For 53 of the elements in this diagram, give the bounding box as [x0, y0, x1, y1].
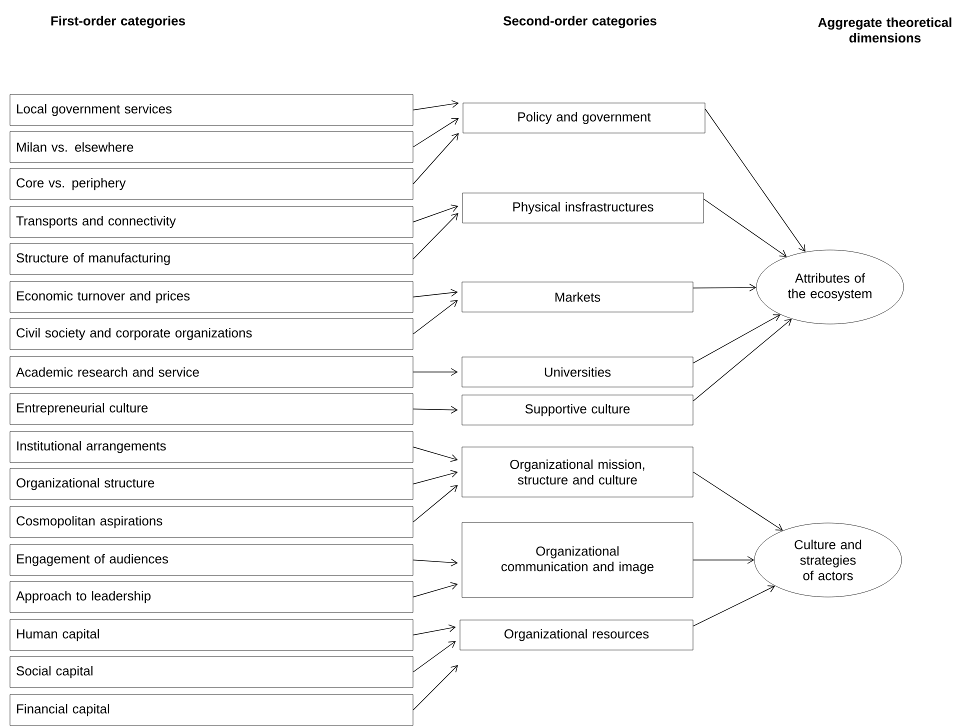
arrow	[412, 582, 458, 598]
arrow	[692, 556, 754, 564]
arrow	[412, 485, 458, 522]
category-box: Human capital	[10, 619, 414, 651]
column-heading: First-order categories	[51, 16, 185, 28]
category-box: Structure of manufacturing	[10, 243, 414, 275]
category-box: Organizational structure	[10, 468, 414, 500]
arrow	[412, 624, 456, 636]
arrow	[412, 368, 458, 376]
arrow	[412, 133, 459, 184]
arrow	[412, 470, 458, 484]
category-box: Organizational resources	[460, 620, 694, 650]
category-box: Cosmopolitan aspirations	[10, 506, 414, 538]
category-box: Organizational mission, structure and culture	[462, 446, 694, 498]
arrow	[704, 108, 806, 252]
arrow	[412, 558, 458, 566]
arrow	[692, 318, 792, 402]
arrow	[692, 585, 776, 626]
category-box: Financial capital	[10, 694, 414, 726]
arrow	[412, 288, 458, 298]
category-box: Core vs. periphery	[10, 168, 414, 200]
category-box: Organizational communication and image	[462, 522, 694, 598]
category-box: Markets	[462, 282, 694, 312]
column-heading: Aggregate theoretical dimensions	[818, 17, 952, 43]
category-box: Physical insfrastructures	[462, 192, 704, 224]
arrow	[412, 446, 458, 462]
arrow	[692, 472, 783, 531]
arrow	[412, 100, 459, 110]
category-box: Transports and connectivity	[10, 206, 414, 238]
arrow	[412, 641, 456, 672]
arrow	[412, 204, 458, 222]
arrow	[692, 314, 780, 364]
category-box: Approach to leadership	[10, 581, 414, 613]
category-box: Social capital	[10, 656, 414, 688]
arrow	[692, 284, 756, 292]
arrow	[412, 118, 459, 148]
arrow	[412, 300, 458, 334]
arrow	[412, 665, 458, 710]
arrow	[412, 213, 458, 260]
arrow	[412, 406, 458, 414]
category-box: Milan vs. elsewhere	[10, 131, 414, 163]
category-box: Policy and government	[462, 102, 706, 134]
category-box: Institutional arrangements	[10, 431, 414, 463]
category-box: Universities	[462, 356, 694, 388]
category-box: Academic research and service	[10, 356, 414, 388]
category-box: Engagement of audiences	[10, 544, 414, 576]
column-heading: Second-order categories	[503, 16, 656, 28]
category-box: Civil society and corporate organizations	[10, 318, 414, 350]
category-box: Supportive culture	[462, 394, 694, 426]
category-box: Economic turnover and prices	[10, 281, 414, 313]
category-box: Local government services	[10, 94, 414, 126]
category-box: Entrepreneurial culture	[10, 393, 414, 425]
arrow	[703, 198, 787, 257]
